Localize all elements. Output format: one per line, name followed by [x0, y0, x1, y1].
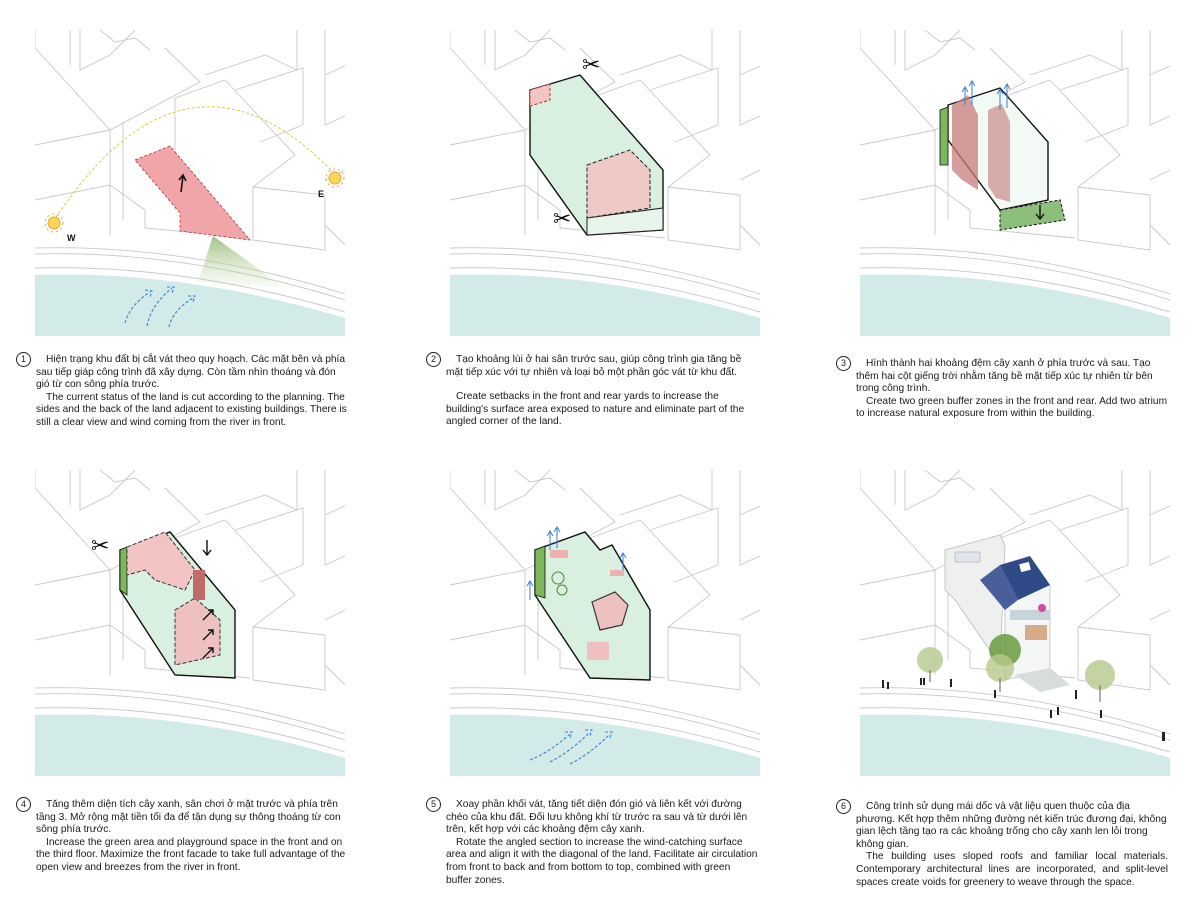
wind-arrows — [124, 286, 196, 328]
caption-vietnamese: Hiện trạng khu đất bị cắt vát theo quy h… — [36, 354, 346, 391]
atrium-1 — [952, 95, 978, 190]
site-plot — [134, 145, 251, 241]
caption-english: Create setbacks in the front and rear ya… — [446, 391, 745, 428]
atrium-2 — [988, 104, 1010, 202]
building-volume — [534, 531, 651, 681]
label-east: E — [318, 189, 324, 199]
roof-window — [1019, 561, 1031, 573]
green-wall — [119, 546, 128, 596]
diagram-step-3 — [860, 30, 1170, 340]
entrance — [1015, 668, 1070, 692]
step-number: 5 — [426, 797, 441, 812]
caption-step-3: 3 Hình thành hai khoảng đệm cây xanh ở p… — [836, 356, 1168, 421]
step-number: 2 — [426, 352, 441, 367]
diagram-step-2: ✂ ✂ — [450, 30, 760, 340]
green-wall — [534, 545, 546, 599]
rotated-section — [591, 591, 629, 631]
rear-setback — [529, 83, 551, 107]
diagram-step-1: W E — [35, 30, 345, 340]
label-west: W — [67, 233, 76, 243]
sun-icon-west — [44, 213, 64, 233]
caption-vietnamese: Tăng thêm diện tích cây xanh, sân chơi ở… — [36, 799, 341, 836]
caption-step-4: 4 Tăng thêm diện tích cây xanh, sân chơi… — [16, 797, 348, 875]
sloped-roof-right — [1000, 556, 1050, 600]
caption-vietnamese: Tạo khoảng lùi ở hai sân trước sau, giúp… — [446, 354, 742, 378]
scissors-icon: ✂ — [553, 206, 571, 231]
caption-step-6: 6 Công trình sử dụng mái dốc và vật liệu… — [836, 799, 1168, 889]
caption-step-1: 1 Hiện trạng khu đất bị cắt vát theo quy… — [16, 352, 348, 430]
wind-arrows — [529, 729, 613, 765]
front-green-buffer — [999, 199, 1066, 231]
diagram-step-4: ✂ — [35, 470, 345, 780]
view-cone — [198, 236, 285, 288]
caption-english: Increase the green area and playground s… — [36, 836, 346, 873]
sloped-roof-left — [980, 565, 1018, 610]
scissors-icon: ✂ — [582, 52, 600, 77]
step-number: 1 — [16, 352, 31, 367]
sun-path — [52, 106, 334, 223]
caption-vietnamese: Hình thành hai khoảng đệm cây xanh ở phí… — [856, 358, 1153, 395]
lower-void — [587, 642, 609, 660]
wood-screen — [1025, 625, 1047, 640]
step-number: 6 — [836, 799, 851, 814]
arrow-up-icons — [202, 609, 214, 659]
caption-english: The current status of the land is cut ac… — [36, 391, 347, 428]
diagram-step-6 — [860, 470, 1170, 780]
caption-vietnamese: Xoay phần khối vát, tăng tiết diện đón g… — [446, 799, 748, 836]
trees — [917, 634, 1115, 702]
step-number: 4 — [16, 797, 31, 812]
sun-icon-east — [325, 168, 345, 188]
airflow-arrows — [526, 526, 627, 600]
rear-green-wall — [939, 106, 949, 166]
arrow-up-icon — [178, 173, 187, 193]
airflow-arrows — [961, 80, 1011, 110]
caption-step-2: 2 Tạo khoảng lùi ở hai sân trước sau, gi… — [426, 352, 758, 429]
step-number: 3 — [836, 356, 851, 371]
atrium — [550, 550, 568, 558]
atrium — [193, 570, 205, 600]
upper-playground — [126, 531, 196, 591]
atrium — [610, 570, 624, 576]
caption-vietnamese: Công trình sử dụng mái dốc và vật liệu q… — [856, 801, 1167, 850]
caption-step-5: 5 Xoay phần khối vát, tăng tiết diện đón… — [426, 797, 758, 887]
caption-english: Rotate the angled section to increase th… — [446, 836, 758, 886]
cut-corner — [586, 149, 651, 219]
glass-balcony — [1010, 610, 1050, 620]
tree-icon — [556, 584, 568, 596]
skylight — [954, 551, 981, 563]
front-setback — [586, 207, 664, 236]
diagram-step-5 — [450, 470, 760, 780]
caption-english: The building uses sloped roofs and famil… — [856, 851, 1168, 888]
arrow-down-icon — [202, 540, 212, 557]
caption-english: Create two green buffer zones in the fro… — [856, 395, 1168, 420]
scissors-icon: ✂ — [91, 533, 109, 558]
arrow-down-icon — [1035, 205, 1045, 221]
tree-icon — [551, 571, 565, 585]
people — [882, 678, 1165, 741]
flower-pot — [1038, 604, 1046, 612]
